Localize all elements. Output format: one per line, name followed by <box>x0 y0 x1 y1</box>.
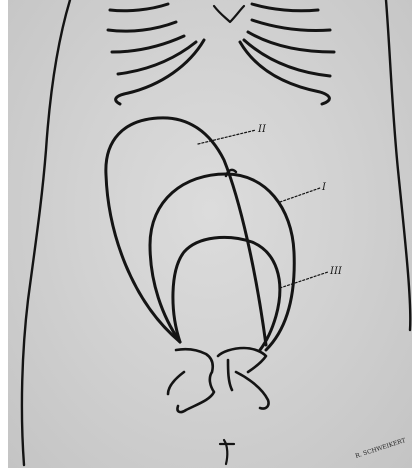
rib-cage-left <box>108 4 204 104</box>
body-outline-right <box>386 0 410 330</box>
body-outline-left <box>22 0 70 465</box>
genital-mark <box>220 440 234 464</box>
label-ii: II <box>257 124 267 135</box>
artist-signature: R. SCHWEIKERT <box>354 437 406 460</box>
rib-cage-right <box>240 4 334 104</box>
label-iii: III <box>329 266 343 277</box>
sternum <box>214 6 244 22</box>
leader-line-iii <box>280 272 328 288</box>
pubic-bones <box>168 348 269 412</box>
label-i: I <box>321 182 327 193</box>
leader-line-i <box>280 188 320 202</box>
uterus-outline-ii <box>106 118 266 345</box>
